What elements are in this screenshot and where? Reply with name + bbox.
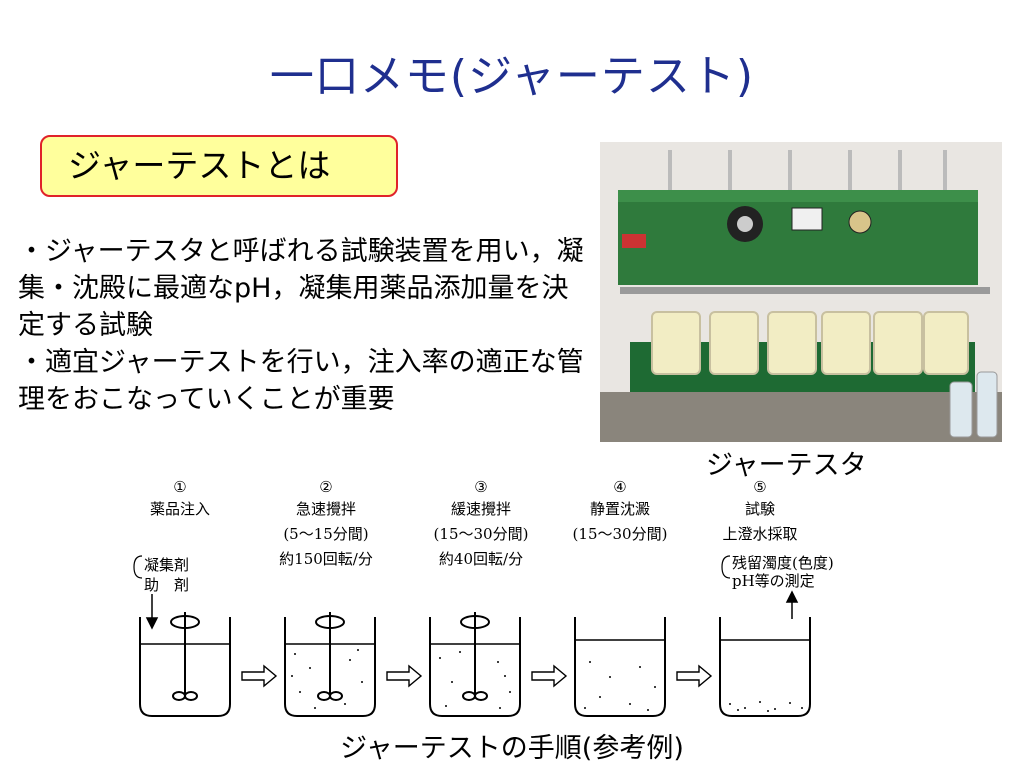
step-4-number: ④ (613, 478, 626, 496)
step-1-number: ① (173, 478, 186, 496)
callout-heading: ジャーテストとは (40, 135, 398, 197)
step-2-line-1: (5～15分間) (283, 525, 368, 543)
step-3-line-1: (15～30分間) (434, 525, 529, 543)
photo-caption: ジャーテスタ (706, 450, 867, 481)
step-3-name: 緩速攪拌 (451, 500, 511, 518)
step-5-number: ⑤ (753, 478, 766, 496)
procedure-diagram: ① 薬品注入 ② 急速攪拌 (5～15分間) 約150回転/分 ③ 緩速攪拌 (… (133, 478, 834, 717)
step-5-name: 試験 (745, 500, 775, 518)
step-4-line-1: (15～30分間) (573, 525, 668, 543)
note-turbidity: 残留濁度(色度) (732, 554, 834, 572)
body-text: ・ジャーテスタと呼ばれる試験装置を用い，凝集・沈殿に最適なpH，凝集用薬品添加量… (18, 233, 586, 418)
step-2-name: 急速攪拌 (296, 500, 356, 518)
note-aid: 助 剤 (144, 576, 189, 594)
bullet-2: ・適宜ジャーテストを行い，注入率の適正な管理をおこなっていくことが重要 (18, 347, 584, 415)
jar-tester-photo (600, 142, 1002, 442)
step-2-line-2: 約150回転/分 (279, 550, 373, 568)
step-3-line-2: 約40回転/分 (439, 550, 523, 568)
diagram-caption: ジャーテストの手順(参考例) (340, 733, 684, 764)
slide-title: 一口メモ(ジャーテスト) (269, 51, 755, 102)
bullet-1: ・ジャーテスタと呼ばれる試験装置を用い，凝集・沈殿に最適なpH，凝集用薬品添加量… (18, 236, 584, 341)
step-5-line-1: 上澄水採取 (722, 525, 797, 543)
step-3-number: ③ (474, 478, 487, 496)
note-coagulant: 凝集剤 (144, 556, 189, 574)
step-4-name: 静置沈澱 (590, 500, 650, 518)
note-ph: pH等の測定 (732, 572, 815, 590)
step-2-number: ② (319, 478, 332, 496)
step-1-name: 薬品注入 (150, 500, 210, 518)
